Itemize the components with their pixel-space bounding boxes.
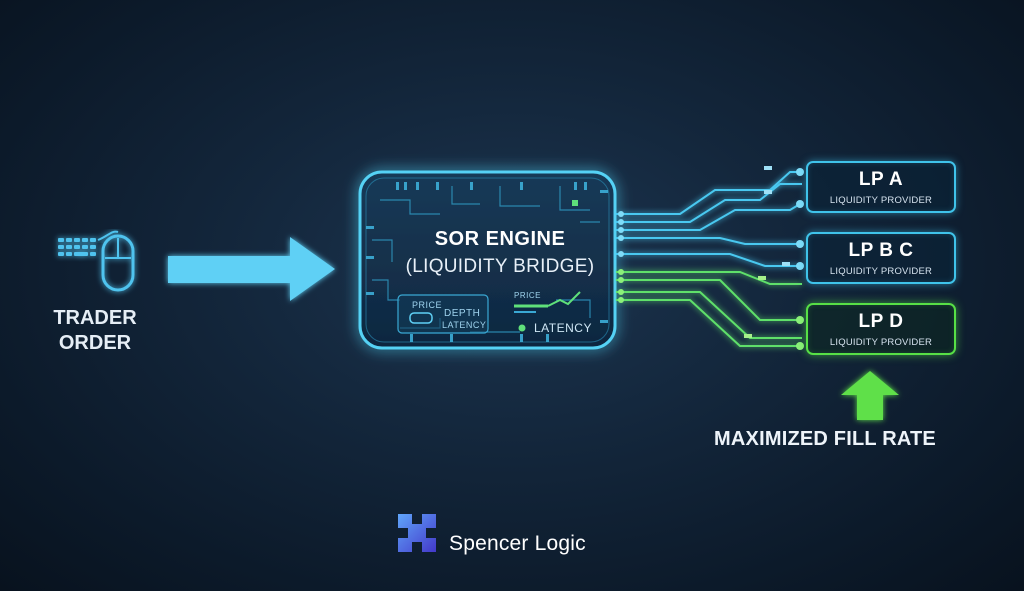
provider-desc: LIQUIDITY PROVIDER xyxy=(829,337,933,348)
provider-name: LP D xyxy=(858,311,904,332)
provider-desc: LIQUIDITY PROVIDER xyxy=(829,195,933,206)
brand-name: Spencer Logic xyxy=(449,532,586,555)
provider-card-lp-a: LP A LIQUIDITY PROVIDER xyxy=(806,161,956,213)
fill-rate-arrow xyxy=(841,371,899,420)
right-latency-label: LATENCY xyxy=(534,321,592,335)
panel-price-label: PRICE xyxy=(412,300,443,310)
panel-depth-label: DEPTH xyxy=(444,308,481,319)
result-label: MAXIMIZED FILL RATE xyxy=(714,428,936,450)
engine-title: SOR ENGINE xyxy=(434,228,566,250)
keyboard-icon xyxy=(58,238,96,256)
panel-latency-label: LATENCY xyxy=(442,320,487,330)
provider-desc: LIQUIDITY PROVIDER xyxy=(829,266,933,277)
provider-card-lp-b-c: LP B C LIQUIDITY PROVIDER xyxy=(806,232,956,284)
logo-icon xyxy=(398,514,436,552)
provider-name: LP A xyxy=(858,169,904,190)
right-price-label: PRICE xyxy=(514,291,541,300)
trader-order-label: TRADER ORDER xyxy=(30,306,160,356)
engine-subtitle: (LIQUIDITY BRIDGE) xyxy=(405,256,595,277)
chip-icon xyxy=(358,170,617,350)
order-flow-arrow xyxy=(168,237,335,301)
provider-card-lp-d: LP D LIQUIDITY PROVIDER xyxy=(806,303,956,355)
mouse-icon xyxy=(101,234,135,292)
routing-lines xyxy=(616,171,802,347)
provider-name: LP B C xyxy=(848,240,914,261)
routing-nodes xyxy=(618,166,804,350)
trader-line-1: TRADER xyxy=(53,307,137,329)
trader-line-2: ORDER xyxy=(58,332,132,354)
